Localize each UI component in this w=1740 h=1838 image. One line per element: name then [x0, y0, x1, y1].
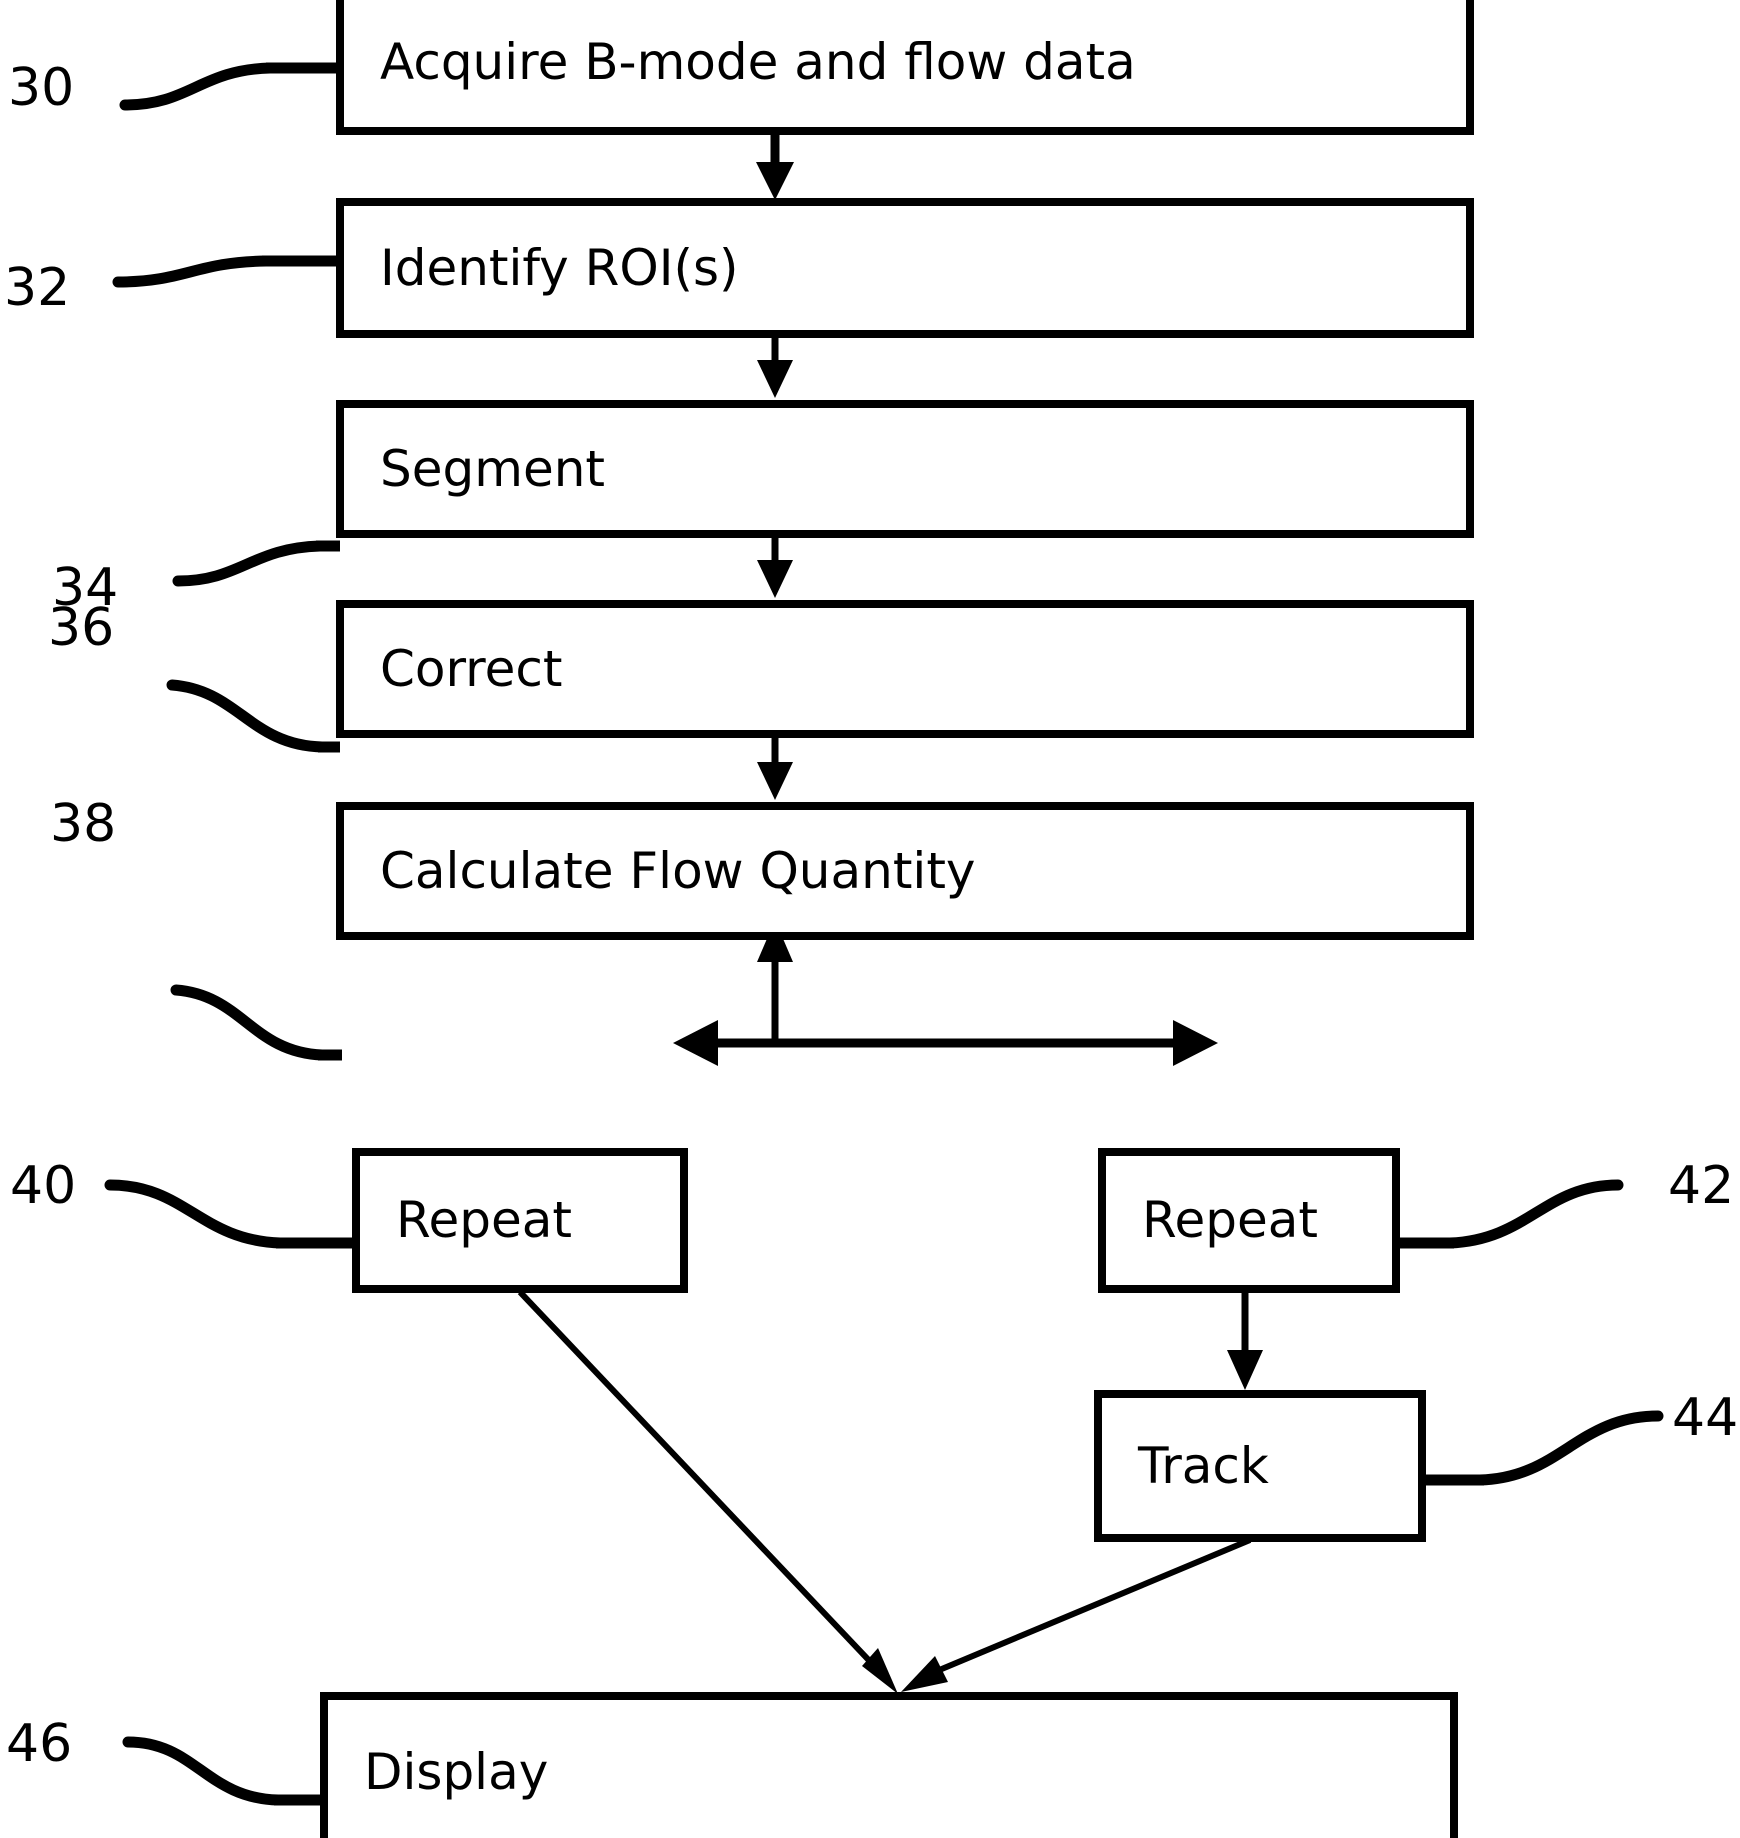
leader-line-46 — [122, 1736, 322, 1806]
edge-track-to-display — [901, 1537, 1252, 1692]
leader-line-40 — [104, 1179, 356, 1249]
node-identify-roi-label: Identify ROI(s) — [380, 238, 739, 297]
node-track-label: Track — [1138, 1436, 1269, 1495]
node-display-label: Display — [364, 1742, 549, 1801]
edge-repeat-right-to-track — [1227, 1292, 1263, 1390]
edge-junction-to-calculate — [757, 920, 793, 1043]
leader-line-38 — [170, 984, 342, 1061]
leader-line-36 — [166, 679, 340, 753]
edge-repeat-left-to-display — [517, 1289, 898, 1694]
leader-line-44 — [1420, 1410, 1664, 1486]
ref-numeral-46: 46 — [6, 1714, 73, 1774]
leader-line-34 — [172, 540, 340, 587]
ref-numeral-42: 42 — [1668, 1156, 1735, 1216]
node-display[interactable]: Display — [320, 1692, 1458, 1838]
node-segment[interactable]: Segment — [336, 400, 1474, 538]
edge-acquire-to-identify — [756, 133, 794, 200]
leader-line-30 — [119, 62, 336, 111]
ref-numeral-34: 34 — [52, 558, 119, 618]
leader-line-32 — [112, 255, 336, 288]
node-calculate-flow-quantity[interactable]: Calculate Flow Quantity — [336, 802, 1474, 940]
node-segment-label: Segment — [380, 439, 605, 498]
node-acquire-label: Acquire B-mode and flow data — [380, 33, 1136, 92]
ref-numeral-38: 38 — [50, 794, 117, 854]
edge-repeat-left-right-bidirectional — [673, 1020, 1218, 1066]
node-acquire[interactable]: Acquire B-mode and flow data — [336, 0, 1474, 135]
node-repeat-right-label: Repeat — [1142, 1191, 1319, 1250]
ref-numeral-40: 40 — [10, 1156, 77, 1216]
edge-correct-to-calculate — [757, 735, 793, 800]
leader-line-42 — [1398, 1179, 1624, 1249]
node-repeat-left[interactable]: Repeat — [352, 1148, 688, 1293]
node-track[interactable]: Track — [1094, 1390, 1426, 1542]
node-calculate-flow-quantity-label: Calculate Flow Quantity — [380, 841, 976, 900]
node-identify-roi[interactable]: Identify ROI(s) — [336, 198, 1474, 338]
edge-identify-to-segment — [757, 333, 793, 398]
node-repeat-right[interactable]: Repeat — [1098, 1148, 1400, 1293]
node-repeat-left-label: Repeat — [396, 1191, 573, 1250]
node-correct[interactable]: Correct — [336, 600, 1474, 738]
node-correct-label: Correct — [380, 639, 563, 698]
ref-numeral-30: 30 — [8, 58, 75, 118]
ref-numeral-32: 32 — [4, 258, 71, 318]
edge-segment-to-correct — [757, 534, 793, 598]
ref-numeral-44: 44 — [1672, 1388, 1739, 1448]
ref-numeral-36: 36 — [48, 598, 115, 658]
